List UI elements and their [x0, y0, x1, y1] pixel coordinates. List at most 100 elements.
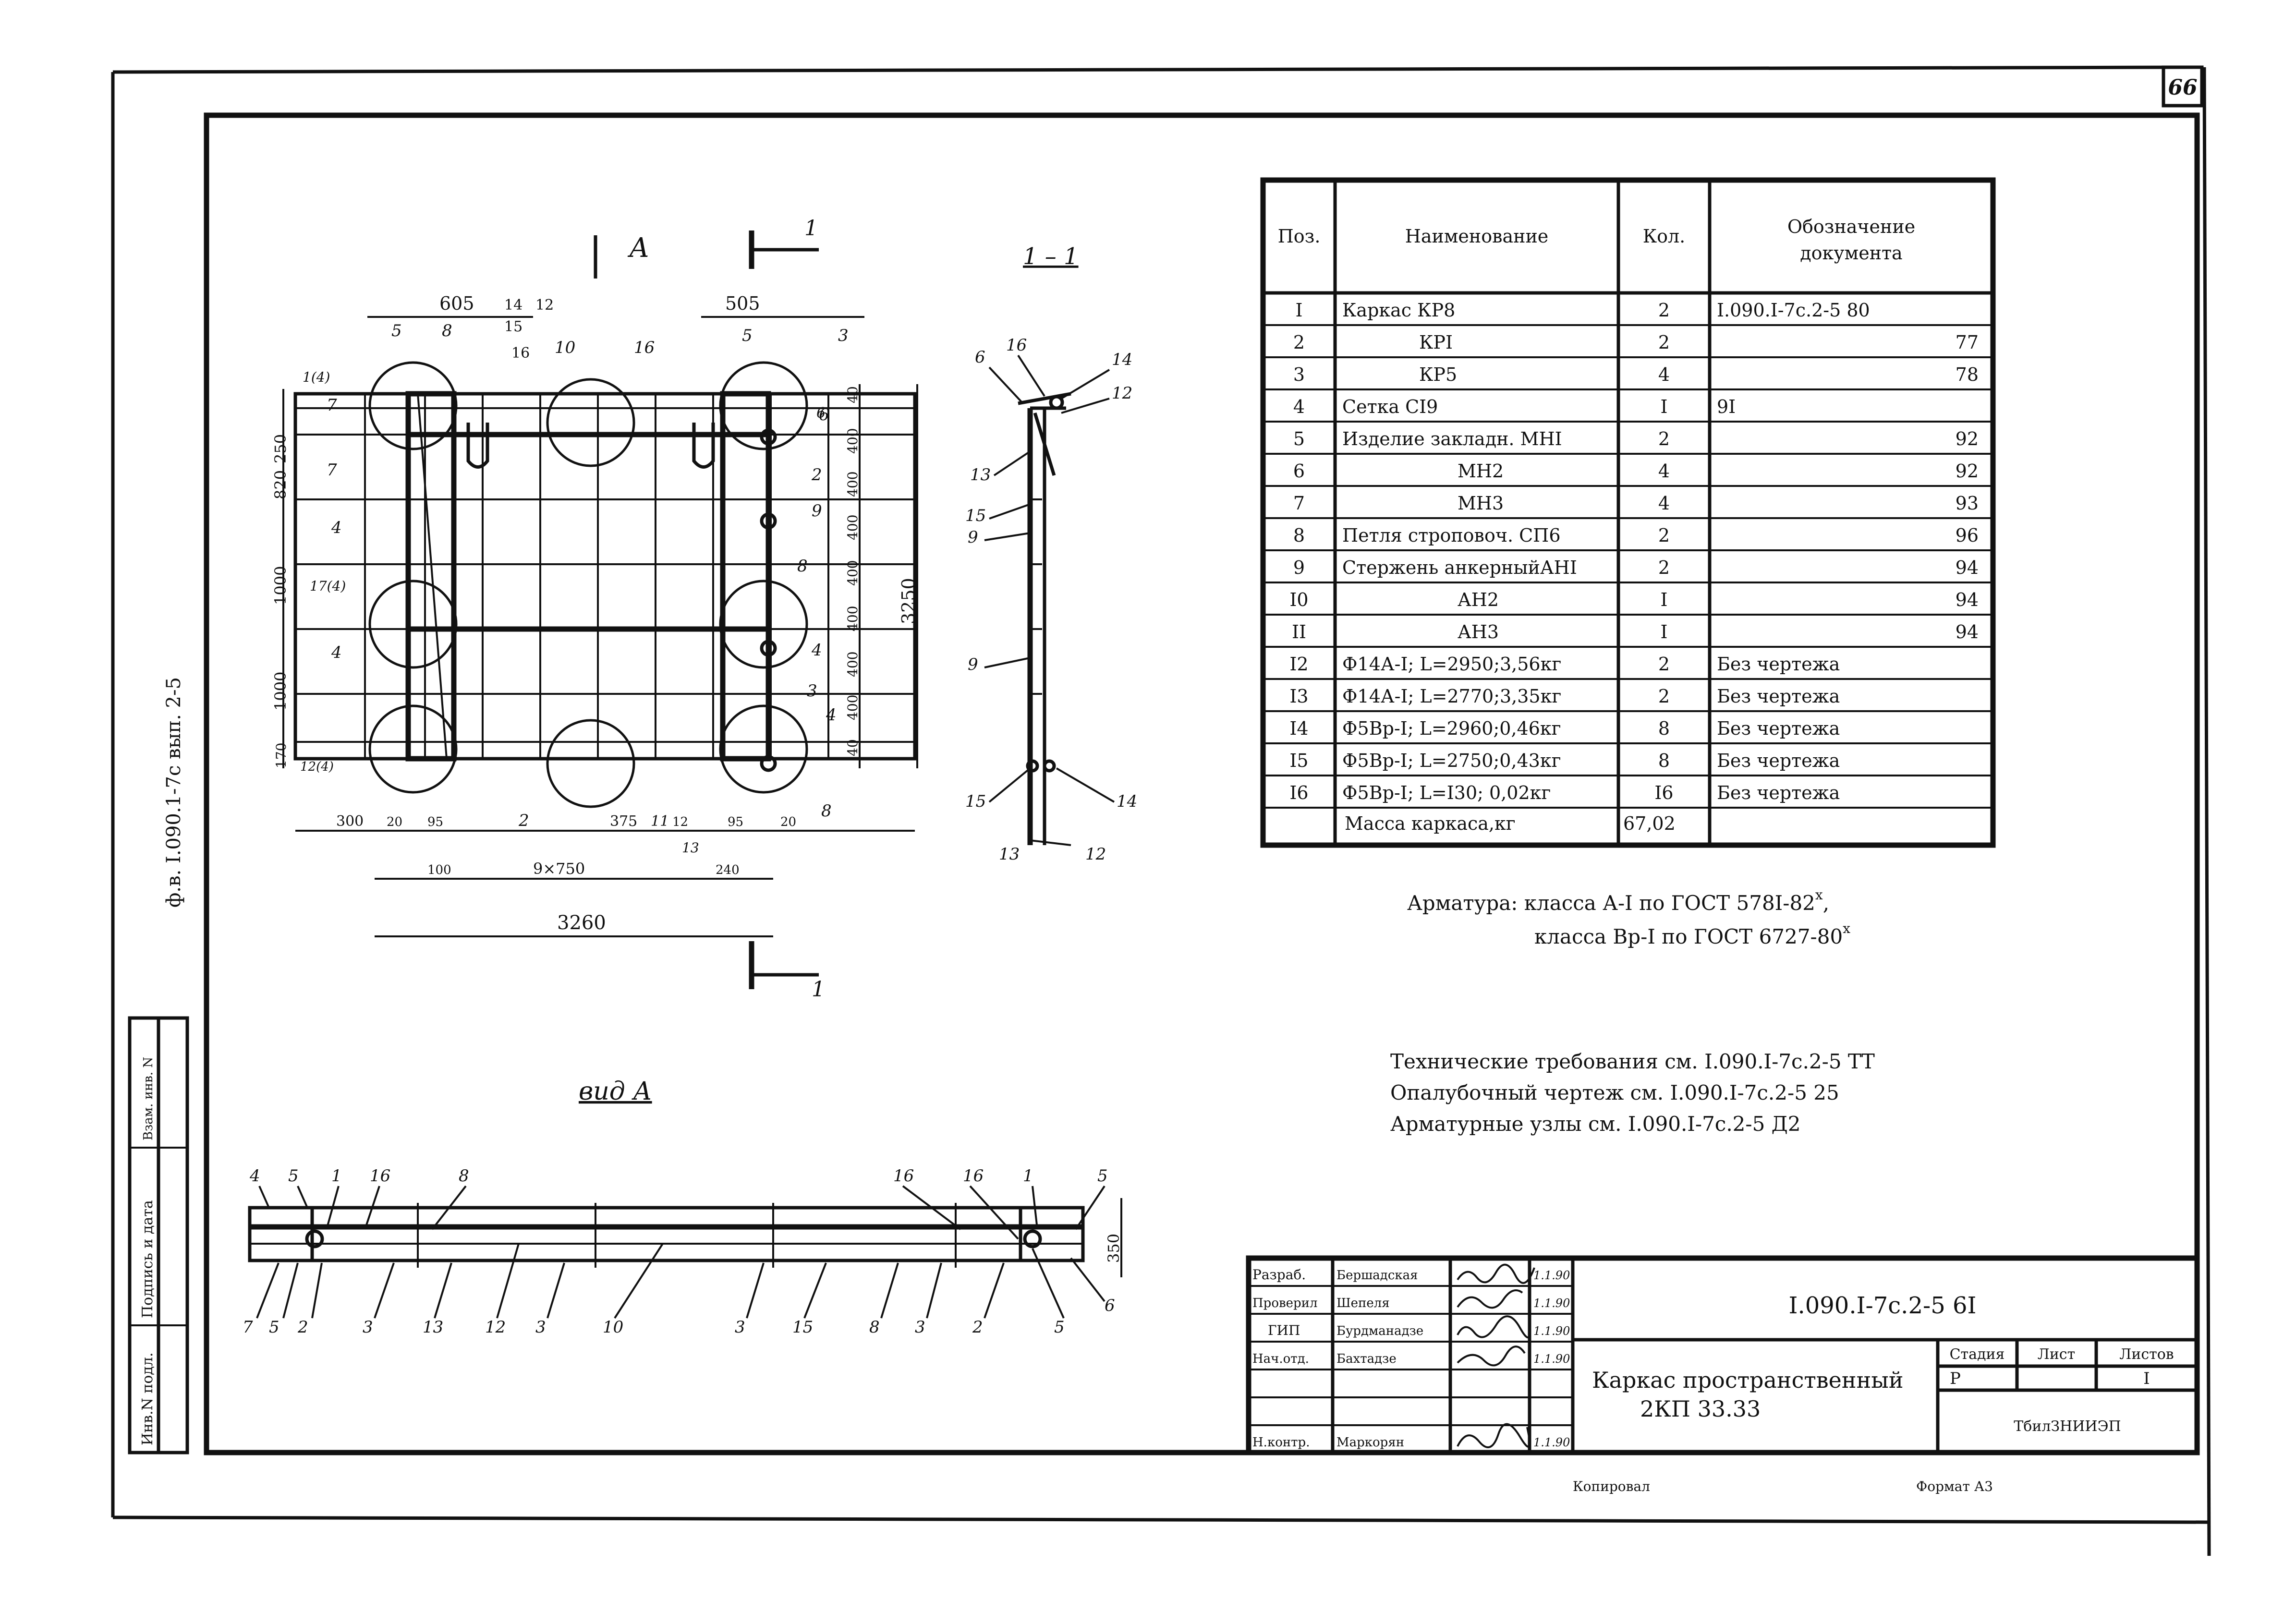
strip-inv: Инв.N подл.: [139, 1353, 156, 1446]
spec-cell-qty: 8: [1658, 718, 1670, 739]
section-1-1: 1 – 1 6 16 14 12 13 15 9 9 15 14 13 12: [965, 243, 1137, 864]
strip-signature: Подпись и дата: [139, 1200, 156, 1318]
spec-cell-pos: I3: [1289, 686, 1308, 707]
spec-cell-qty: 4: [1658, 493, 1670, 514]
spec-cell-name: Ф5Вр-I; L=2960;0,46кг: [1342, 718, 1561, 739]
spec-cell-qty: 2: [1658, 654, 1670, 675]
spec-cell-pos: 7: [1293, 493, 1305, 514]
dim-left-170: 170: [273, 743, 289, 768]
signature-0: [1457, 1263, 1535, 1284]
signature-3: [1457, 1345, 1526, 1367]
plan-callout-4: 16: [634, 338, 655, 357]
spec-cell-qty: 8: [1658, 750, 1670, 771]
spec-cell-doc: Без чертежа: [1717, 718, 1840, 739]
va-top-0: 4: [249, 1166, 260, 1186]
dim-left-1000a: 1000: [271, 566, 290, 605]
signature-6: [1457, 1423, 1531, 1448]
spec-cell-pos: 8: [1293, 525, 1305, 546]
mass-value: 67,02: [1623, 813, 1676, 834]
tb-role-3: Нач.отд.: [1252, 1352, 1309, 1366]
tb-role-6: Н.контр.: [1252, 1435, 1310, 1450]
hdr-name: Наименование: [1405, 226, 1549, 247]
spec-cell-pos: I4: [1289, 718, 1308, 739]
plan-callout-16: 4: [331, 643, 342, 662]
plan-callout-12: 9: [812, 501, 822, 521]
note-ref-0: Технические требования см. I.090.I-7с.2-…: [1390, 1050, 1875, 1073]
spec-cell-name: МН3: [1458, 493, 1504, 514]
plan-callout-5: 5: [742, 326, 753, 345]
sec-callout-11: 12: [1085, 845, 1106, 864]
tb-role-2: ГИП: [1268, 1322, 1300, 1338]
va-top-2: 1: [331, 1166, 342, 1186]
note-ref-1: Опалубочный чертеж см. I.090.I-7с.2-5 25: [1390, 1081, 1839, 1104]
tb-sheets-value: I: [2143, 1369, 2150, 1388]
section-a-label: А: [627, 232, 649, 264]
sec-callout-2: 14: [1112, 350, 1132, 369]
spec-cell-pos: I6: [1289, 782, 1308, 803]
va-bot-4: 13: [423, 1318, 443, 1337]
spec-cell-qty: 2: [1658, 332, 1670, 353]
spec-cell-pos: II: [1292, 621, 1306, 642]
tb-date-6: 1.1.90: [1533, 1436, 1570, 1449]
spec-cell-name: Ф14А-I; L=2770;3,35кг: [1342, 686, 1561, 707]
va-bot-0: 7: [243, 1318, 253, 1337]
plan-callout-14: 8: [797, 557, 808, 576]
va-bot-8: 3: [735, 1318, 745, 1337]
spec-cell-doc: 93: [1956, 493, 1979, 514]
spec-cell-doc: 92: [1956, 428, 1979, 449]
plan-callout-21: 3: [807, 681, 817, 701]
plan-callout-9: 2: [811, 465, 822, 485]
tb-date-3: 1.1.90: [1533, 1352, 1570, 1366]
va-bot-2: 2: [297, 1318, 308, 1337]
plan-callout-3: 10: [555, 338, 575, 357]
spec-cell-name: МН2: [1458, 461, 1504, 482]
title-block: Разраб. Проверил ГИП Нач.отд. Н.контр. Б…: [1246, 1255, 2200, 1455]
tb-name-1: Шепеля: [1336, 1296, 1390, 1310]
dim-right-1: 400: [845, 428, 861, 454]
va-top-1: 5: [288, 1166, 299, 1186]
dim-overall-width: 3260: [557, 912, 606, 934]
plan-callout-15: 4: [811, 641, 822, 660]
spec-cell-pos: I0: [1289, 589, 1308, 610]
spec-table: Поз. Наименование Кол. Обозначение докум…: [1260, 177, 1996, 848]
plan-callout-17: 12(4): [300, 760, 334, 774]
tb-title-2: 2КП 33.33: [1640, 1396, 1761, 1422]
va-bot-14: 6: [1105, 1296, 1115, 1315]
plan-view: А 1 1 605 14 15 12 16 505 250 820 1000 1…: [271, 216, 919, 1002]
view-a: вид А 350 4 5 1 16 8 16 16 1 5 7 5 2 3 1…: [243, 1077, 1123, 1337]
tb-name-0: Бершадская: [1336, 1268, 1418, 1283]
spec-cell-doc: 92: [1956, 461, 1979, 482]
spec-cell-doc: Без чертежа: [1717, 686, 1840, 707]
va-bot-11: 3: [915, 1318, 925, 1337]
spec-cell-name: Ф5Вр-I; L=I30; 0,02кг: [1342, 782, 1551, 803]
spec-cell-name: Изделие закладн. МНI: [1342, 428, 1562, 449]
va-top-3: 16: [370, 1166, 390, 1186]
cut-marker-bottom: 1: [812, 977, 825, 1002]
spec-cell-name: КРI: [1419, 332, 1453, 353]
dim-bot2-100: 100: [427, 863, 451, 877]
hdr-pos: Поз.: [1278, 226, 1321, 247]
dim-top-14: 14: [504, 297, 522, 314]
tb-date-1: 1.1.90: [1533, 1297, 1570, 1310]
spec-cell-name: Каркас КР8: [1342, 300, 1455, 321]
spec-cell-qty: 2: [1658, 428, 1670, 449]
spec-cell-doc: Без чертежа: [1717, 782, 1840, 803]
spec-cell-qty: 4: [1658, 461, 1670, 482]
sec-callout-4: 13: [970, 465, 991, 485]
sec-callout-5: 15: [965, 506, 986, 525]
spec-cell-pos: I: [1295, 300, 1302, 321]
spec-cell-pos: 6: [1293, 461, 1305, 482]
view-a-title: вид А: [579, 1077, 652, 1106]
dim-top-605: 605: [439, 293, 474, 314]
sec-callout-7: 9: [968, 655, 978, 674]
plan-callout-10: 7: [327, 461, 337, 480]
spec-cell-name: Стержень анкерныйАНI: [1342, 557, 1577, 578]
tb-name-3: Бахтадзе: [1336, 1352, 1397, 1366]
note-reinforcement-2: класса Вр-I по ГОСТ 6727-80х: [1534, 921, 1850, 948]
side-stamp: ф.в. I.090.1-7с вып. 2-5: [163, 677, 185, 908]
spec-cell-name: Сетка СI9: [1342, 396, 1438, 417]
va-bot-7: 10: [603, 1318, 623, 1337]
dim-bot-20: 20: [387, 815, 402, 829]
